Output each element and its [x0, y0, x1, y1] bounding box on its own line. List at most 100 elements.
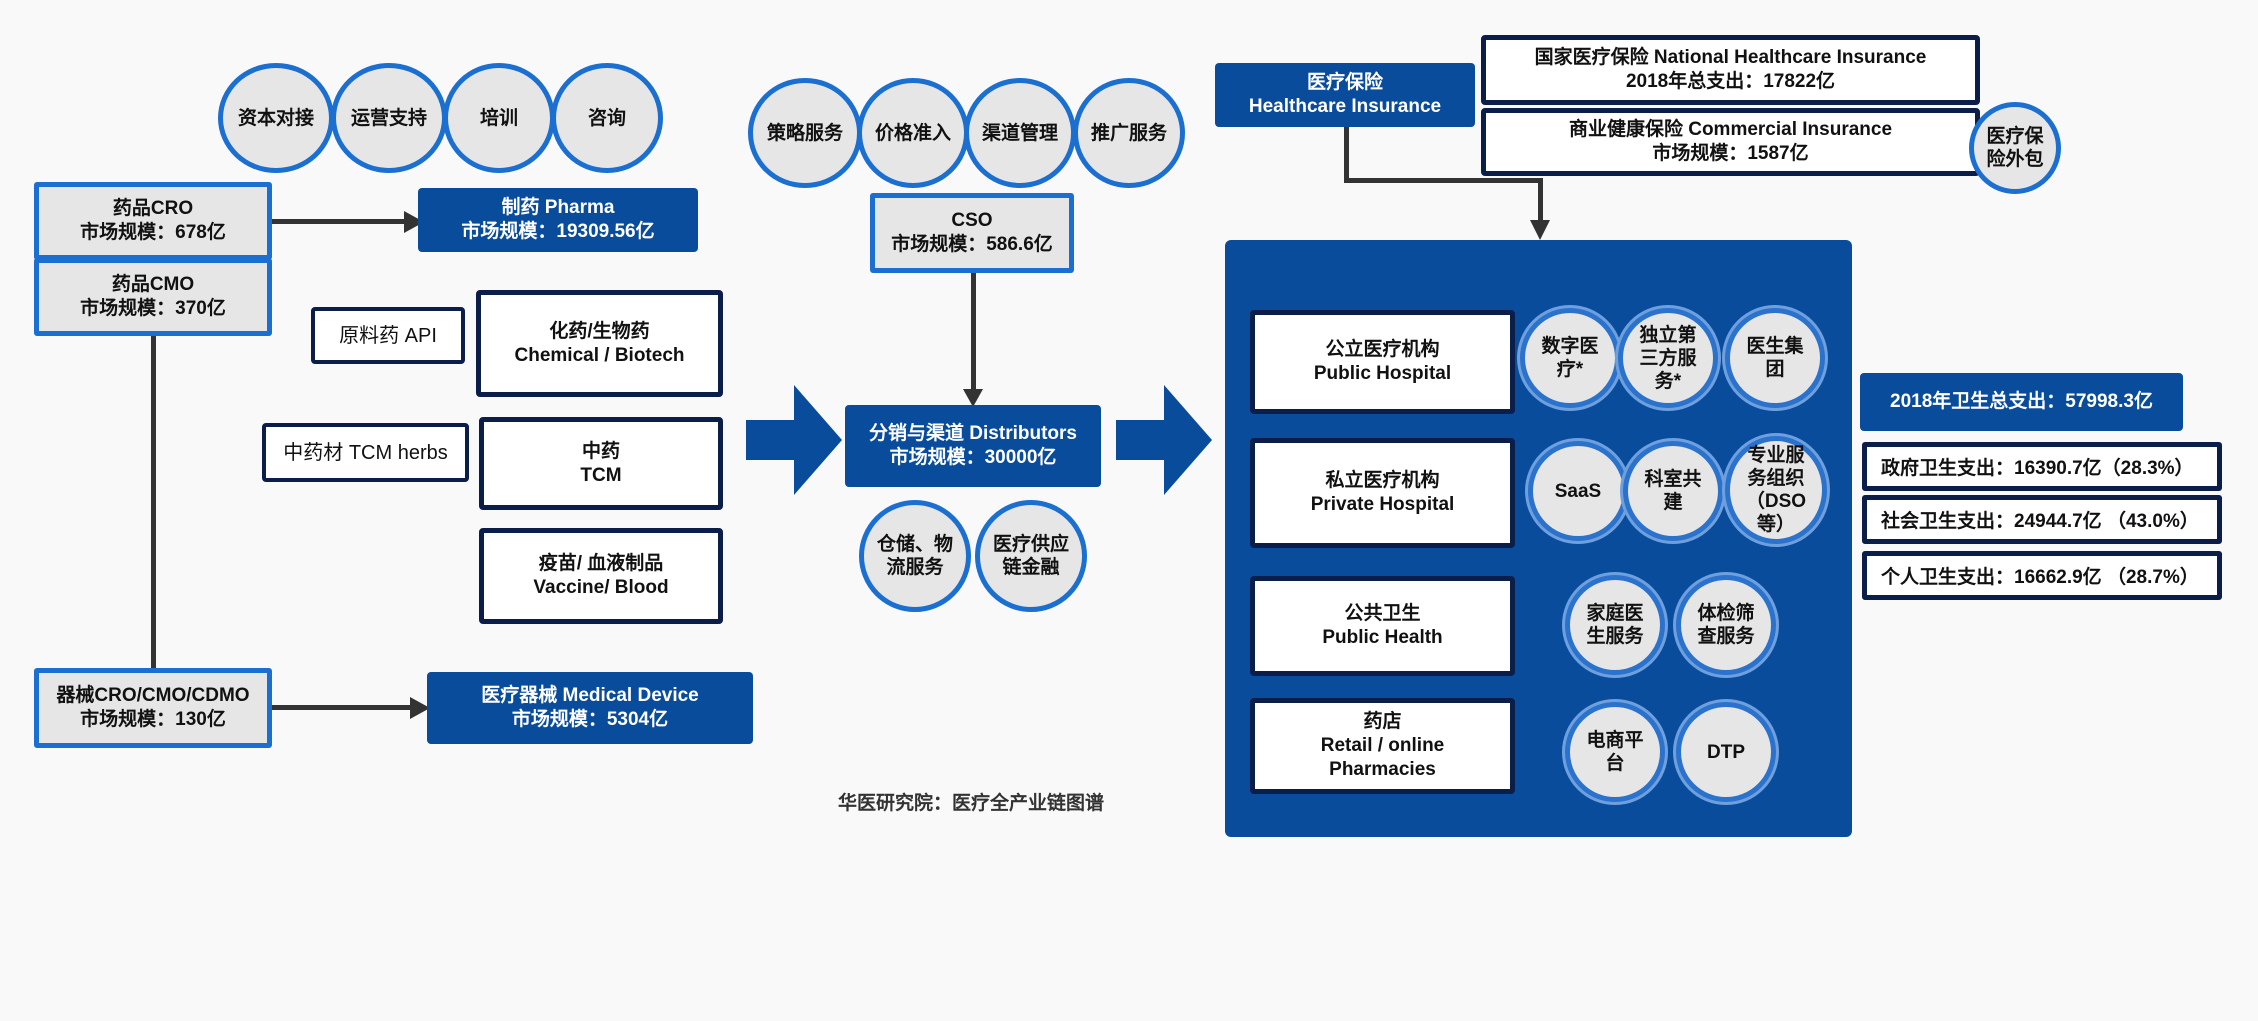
insurance-connector-vertical [1344, 127, 1349, 183]
pharma-market: 市场规模：19309.56亿 [461, 221, 655, 242]
ecommerce-platform-line1: 电商平 [1586, 730, 1644, 751]
physician-group-line2: 团 [1765, 359, 1785, 380]
medical-device-title: 医疗器械 Medical Device [481, 685, 699, 706]
saas-line1: SaaS [1554, 480, 1602, 502]
drug-cro-title: 药品CRO [112, 198, 194, 219]
insurance-connector-down [1538, 178, 1543, 222]
digital-health-line1: 数字医 [1541, 336, 1599, 357]
consulting-circle: 咨询 [551, 63, 663, 173]
national-insurance-spending: 2018年总支出：17822亿 [1625, 71, 1836, 92]
supply-chain-finance-line2: 链金融 [1002, 557, 1060, 578]
tcm-subtitle: TCM [580, 464, 622, 486]
health-screening-circle: 体检筛查服务 [1676, 575, 1776, 675]
cro-to-pharma-arrow-line [272, 219, 406, 224]
government-expenditure-row: 政府卫生支出：16390.7亿（28.3%） [1862, 442, 2222, 491]
diagram-caption: 华医研究院：医疗全产业链图谱 [838, 793, 1105, 814]
chemical-biotech-title: 化药/生物药 [549, 320, 650, 342]
pharma-box: 制药 Pharma 市场规模：19309.56亿 [418, 188, 698, 252]
tcm-herbs-box: 中药材 TCM herbs [262, 423, 469, 482]
drug-cmo-box: 药品CMO 市场规模：370亿 [34, 258, 272, 336]
tcm-herbs-label: 中药材 TCM herbs [283, 441, 448, 464]
private-hospital-title: 私立医疗机构 [1325, 470, 1440, 491]
national-insurance-title: 国家医疗保险 National Healthcare Insurance [1534, 47, 1927, 68]
capital-matching-circle: 资本对接 [218, 63, 334, 173]
device-arrowhead-icon [410, 697, 430, 719]
public-hospital-subtitle: Public Hospital [1313, 363, 1452, 384]
dso-line4: 等） [1756, 514, 1795, 535]
drug-cro-box: 药品CRO 市场规模：678亿 [34, 182, 272, 260]
medical-device-market: 市场规模：5304亿 [511, 709, 669, 730]
chemical-biotech-box: 化药/生物药 Chemical / Biotech [476, 290, 723, 397]
warehouse-logistics-line1: 仓储、物 [876, 534, 953, 555]
warehouse-logistics-circle: 仓储、物流服务 [859, 500, 971, 612]
api-label: 原料药 API [339, 324, 437, 347]
device-cro-box: 器械CRO/CMO/CDMO 市场规模：130亿 [34, 668, 272, 748]
vaccine-blood-box: 疫苗/ 血液制品 Vaccine/ Blood [479, 528, 723, 624]
cso-box: CSO 市场规模：586.6亿 [870, 193, 1074, 273]
health-screening-line2: 查服务 [1697, 626, 1755, 647]
device-cro-title: 器械CRO/CMO/CDMO [56, 685, 250, 706]
dso-line1: 专业服 [1747, 445, 1805, 466]
personal-expenditure-label: 个人卫生支出：16662.9亿 （28.7%） [1881, 567, 2199, 588]
saas-circle: SaaS [1528, 441, 1628, 541]
digital-health-line2: 疗* [1556, 359, 1584, 380]
cmo-to-device-cro-line [151, 336, 156, 670]
physician-group-line1: 医生集 [1746, 336, 1804, 357]
public-health-box: 公共卫生 Public Health [1250, 576, 1515, 676]
social-expenditure-row: 社会卫生支出：24944.7亿 （43.0%） [1862, 495, 2222, 544]
dtp-line1: DTP [1707, 741, 1745, 763]
pharmacy-subtitle-1: Retail / online [1320, 735, 1445, 756]
private-hospital-box: 私立医疗机构 Private Hospital [1250, 438, 1515, 548]
national-insurance-box: 国家医疗保险 National Healthcare Insurance 201… [1481, 35, 1980, 105]
digital-health-circle: 数字医疗* [1520, 308, 1620, 408]
commercial-insurance-market: 市场规模：1587亿 [1652, 143, 1809, 164]
department-co-build-circle: 科室共建 [1623, 441, 1723, 541]
drug-cmo-market: 市场规模：370亿 [80, 298, 226, 319]
distributors-box: 分销与渠道 Distributors 市场规模：30000亿 [845, 405, 1101, 487]
strategy-service-circle: 策略服务 [748, 78, 862, 188]
commercial-insurance-title: 商业健康保险 Commercial Insurance [1568, 119, 1893, 140]
drug-cro-market: 市场规模：678亿 [80, 222, 226, 243]
supply-chain-finance-line1: 医疗供应 [992, 534, 1069, 555]
third-party-service-line3: 务* [1654, 370, 1682, 392]
healthcare-insurance-subtitle: Healthcare Insurance [1248, 96, 1442, 117]
promotion-service-circle: 推广服务 [1073, 78, 1185, 188]
family-doctor-circle: 家庭医生服务 [1565, 575, 1665, 675]
public-health-subtitle: Public Health [1322, 627, 1443, 648]
vaccine-blood-title: 疫苗/ 血液制品 [538, 553, 664, 574]
department-co-build-line1: 科室共 [1644, 469, 1702, 490]
third-party-service-line2: 三方服 [1639, 347, 1697, 369]
total-health-expenditure-label: 2018年卫生总支出：57998.3亿 [1890, 391, 2153, 412]
medical-device-box: 医疗器械 Medical Device 市场规模：5304亿 [427, 672, 753, 744]
cso-market: 市场规模：586.6亿 [891, 234, 1053, 255]
social-expenditure-label: 社会卫生支出：24944.7亿 （43.0%） [1881, 511, 2199, 532]
cso-arrowhead-icon [963, 389, 983, 407]
price-access-circle: 价格准入 [857, 78, 969, 188]
physician-group-circle: 医生集团 [1725, 308, 1825, 408]
insurance-connector-horizontal [1344, 178, 1543, 183]
healthcare-insurance-title: 医疗保险 [1306, 72, 1383, 93]
private-hospital-subtitle: Private Hospital [1310, 494, 1455, 515]
distributors-title: 分销与渠道 Distributors [869, 423, 1077, 444]
chemical-biotech-subtitle: Chemical / Biotech [514, 344, 685, 366]
dso-line3: （DSO [1745, 491, 1807, 512]
tcm-box: 中药 TCM [479, 417, 723, 510]
family-doctor-line2: 生服务 [1586, 626, 1644, 647]
insurance-outsourcing-line2: 险外包 [1986, 149, 2044, 170]
pharma-title: 制药 Pharma [501, 197, 615, 218]
channel-management-circle: 渠道管理 [964, 78, 1076, 188]
public-hospital-box: 公立医疗机构 Public Hospital [1250, 310, 1515, 414]
ecommerce-platform-line2: 台 [1605, 753, 1625, 774]
third-party-service-circle: 独立第三方服务* [1618, 308, 1718, 408]
training-circle: 培训 [443, 63, 555, 173]
insurance-arrowhead-icon [1530, 220, 1550, 240]
tcm-title: 中药 [581, 440, 620, 462]
flow-arrow-icon-left [746, 385, 842, 495]
dtp-circle: DTP [1676, 702, 1776, 802]
insurance-outsourcing-circle: 医疗保险外包 [1969, 102, 2061, 194]
family-doctor-line1: 家庭医 [1586, 603, 1644, 624]
api-box: 原料药 API [311, 307, 465, 364]
device-cro-market: 市场规模：130亿 [80, 709, 226, 730]
personal-expenditure-row: 个人卫生支出：16662.9亿 （28.7%） [1862, 551, 2222, 600]
